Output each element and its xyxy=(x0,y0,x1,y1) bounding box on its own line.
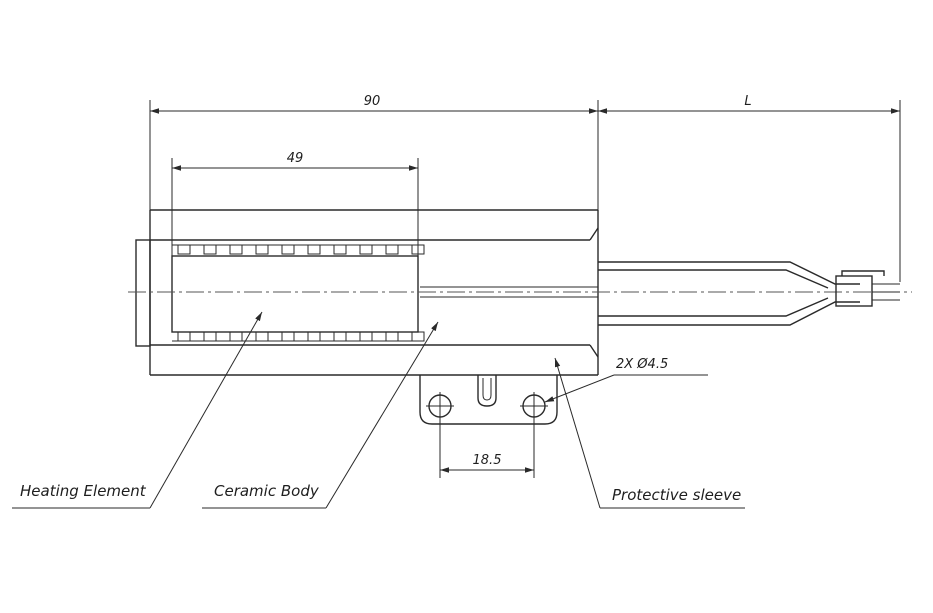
coil-segment xyxy=(411,331,425,342)
dimension-18-5 xyxy=(439,420,535,478)
heating-element-shape xyxy=(171,244,425,342)
lead-wire-sleeve xyxy=(598,261,900,326)
coil-segment xyxy=(307,331,321,342)
coil-segment xyxy=(359,244,373,255)
coil-segment xyxy=(255,331,269,342)
coil-segment xyxy=(385,244,399,255)
coil-segment xyxy=(359,331,373,342)
dimension-49 xyxy=(171,158,419,256)
coil-segment xyxy=(333,244,347,255)
mounting-bracket xyxy=(419,375,558,425)
coil-segment xyxy=(385,331,399,342)
end-cap xyxy=(135,239,151,347)
coil-segment xyxy=(333,331,347,342)
dimension-90 xyxy=(149,100,599,210)
heating-element-leader xyxy=(12,311,263,509)
coil-segment xyxy=(229,244,243,255)
dim-text-l: L xyxy=(744,94,751,109)
hole-callout-leader xyxy=(544,374,708,403)
coil-segment xyxy=(307,244,321,255)
coil-segment xyxy=(203,244,217,255)
label-ceramic-body: Ceramic Body xyxy=(214,482,320,500)
dim-text-18-5: 18.5 xyxy=(473,453,502,468)
coil-segment xyxy=(229,331,243,342)
label-heating-element: Heating Element xyxy=(20,482,147,500)
hole-callout-text: 2X Ø4.5 xyxy=(616,357,668,372)
coil-segment xyxy=(203,331,217,342)
coil-segment xyxy=(281,244,295,255)
protective-sleeve-leader xyxy=(554,357,745,509)
coil-segment xyxy=(281,331,295,342)
dim-text-49: 49 xyxy=(287,151,304,166)
dimension-l xyxy=(598,100,901,282)
ceramic-body-leader xyxy=(202,321,439,509)
label-protective-sleeve: Protective sleeve xyxy=(612,486,741,504)
coil-segment xyxy=(255,244,269,255)
dim-text-90: 90 xyxy=(364,94,381,109)
ceramic-body-outline xyxy=(149,209,599,376)
coil-segment xyxy=(177,244,191,255)
coil-segment xyxy=(177,331,191,342)
